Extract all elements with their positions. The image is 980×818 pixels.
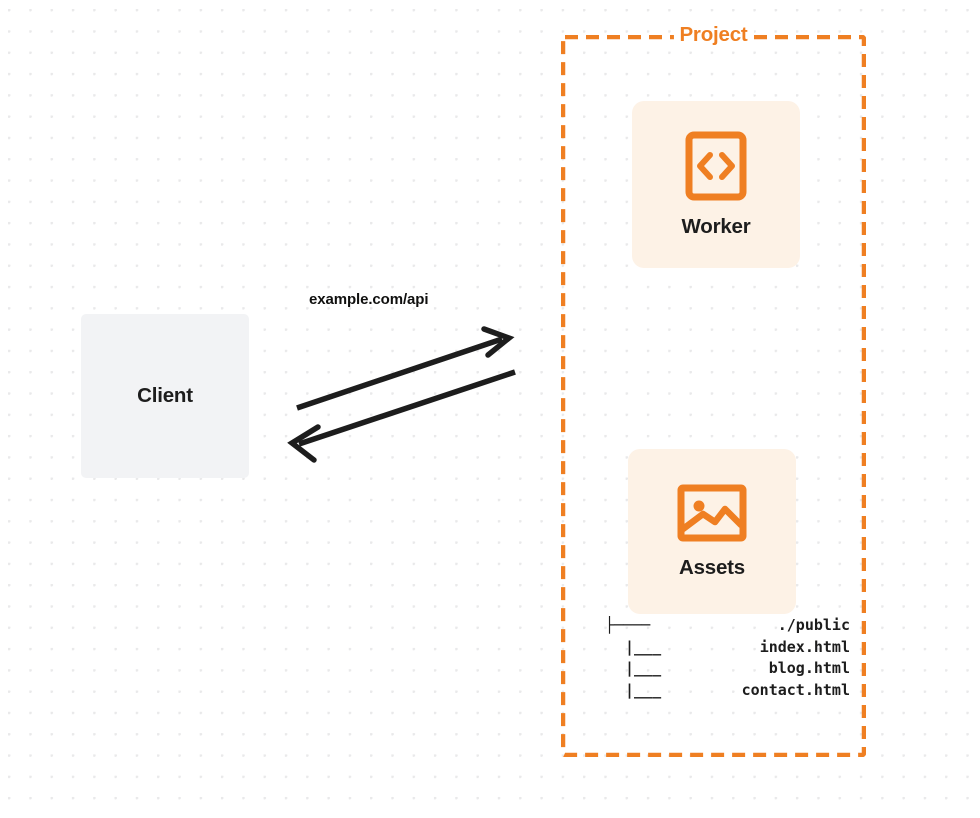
connection-label: example.com/api [309,291,429,308]
response-arrow [287,369,516,463]
client-node[interactable]: Client [81,314,249,478]
assets-card[interactable]: Assets [628,449,796,614]
tree-branch-glyph: ├──── [605,616,651,634]
file-tree-row: |___ contact.html [605,680,853,702]
tree-item-name: contact.html [741,680,850,699]
image-picture-icon [677,484,747,541]
worker-card-label: Worker [681,214,751,238]
project-group: Project Worker Assets ├──── ./public [561,22,866,757]
code-brackets-icon [685,131,747,200]
worker-card[interactable]: Worker [632,101,800,268]
file-tree-row: |___ blog.html [605,658,853,680]
file-tree-row: ├──── ./public [605,615,853,637]
tree-branch-glyph: |___ [625,659,662,677]
tree-item-name: index.html [759,637,850,656]
tree-item-name: ./public [777,616,850,634]
client-node-label: Client [137,384,193,407]
request-arrow [296,326,515,411]
tree-branch-glyph: |___ [625,637,662,656]
file-tree-row: |___ index.html [605,637,853,659]
tree-branch-glyph: |___ [625,680,662,699]
project-title: Project [673,22,754,48]
tree-item-name: blog.html [768,659,850,677]
assets-file-tree: ├──── ./public |___ index.html |___ blog… [605,615,853,701]
assets-card-label: Assets [678,555,746,579]
